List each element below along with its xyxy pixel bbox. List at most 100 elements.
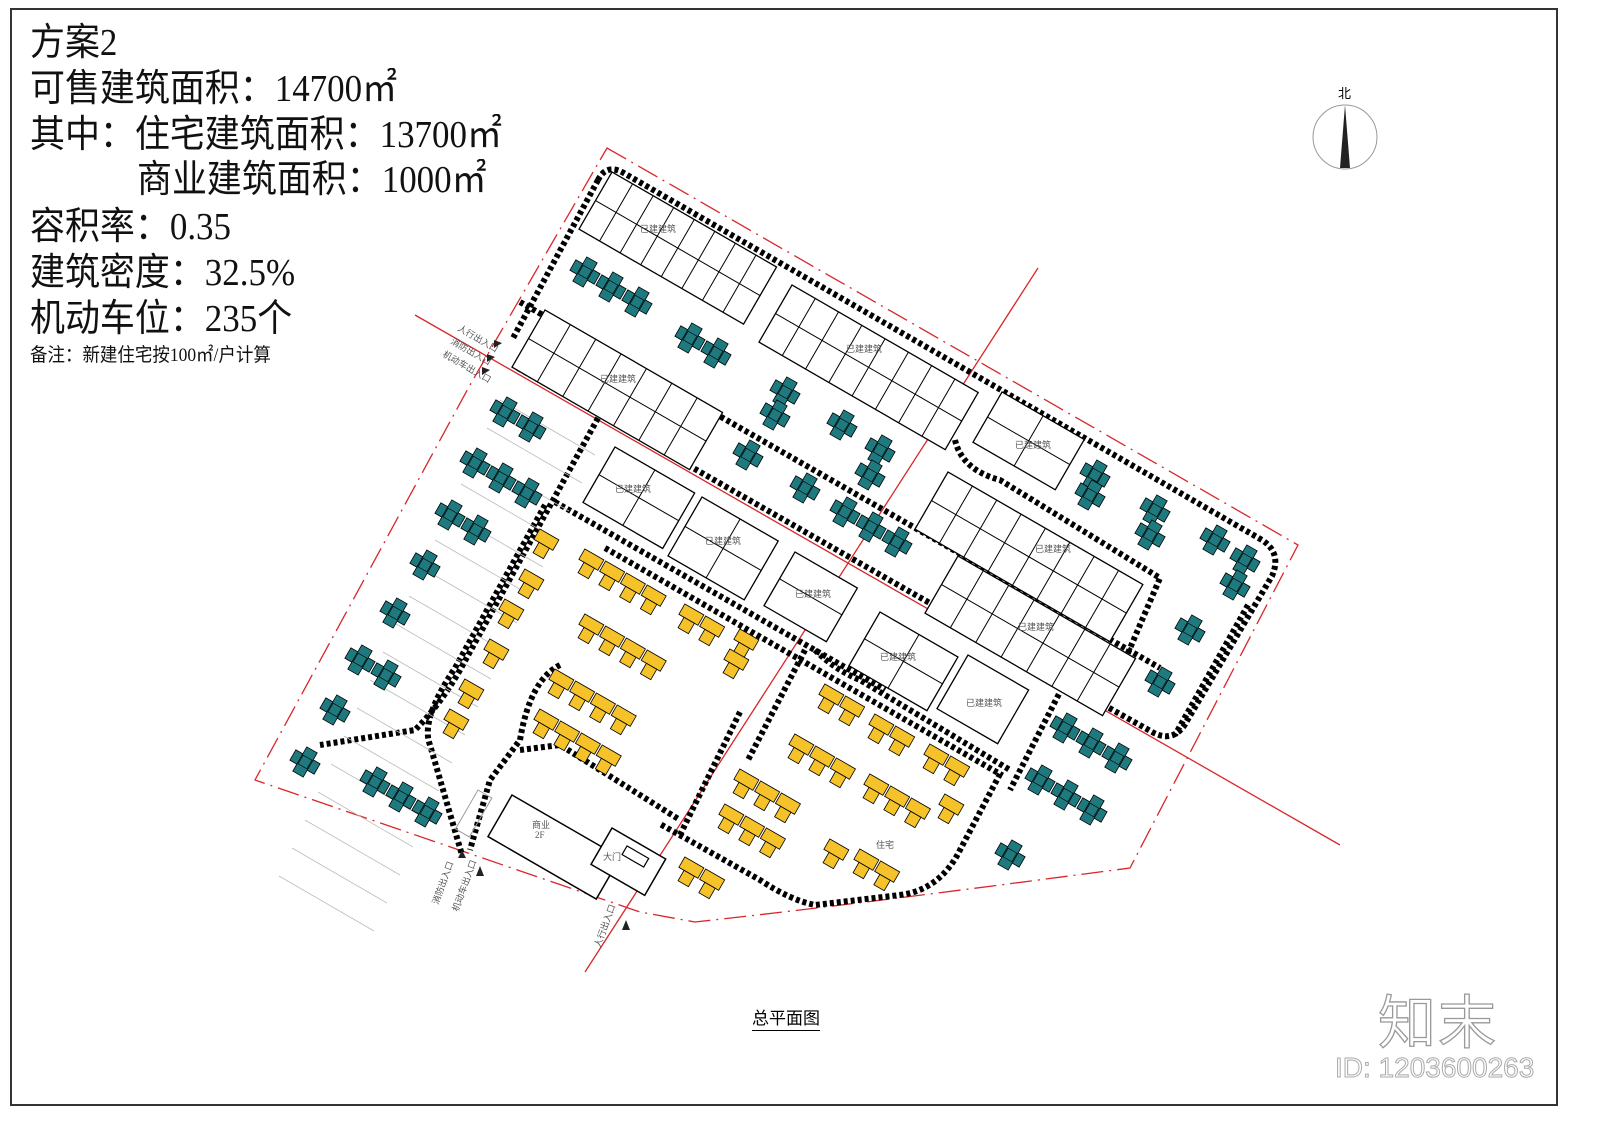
yellow-residential-building [852, 848, 901, 892]
building-wing [292, 746, 318, 778]
yellow-residential-building [532, 708, 622, 776]
new-residential-teal [289, 256, 1261, 871]
building-wing [347, 644, 373, 676]
building-wing [388, 781, 414, 813]
entrance-arrow-icon [487, 354, 495, 362]
building-divider [779, 578, 843, 616]
teal-residential-building [409, 549, 441, 581]
lot-line [330, 763, 427, 820]
stair-core [419, 804, 435, 820]
teal-residential-building [289, 746, 321, 778]
stair-core [889, 534, 905, 550]
building-unit [532, 721, 550, 740]
road [1172, 603, 1251, 737]
stair-core [497, 404, 513, 420]
teal-residential-building [826, 409, 858, 441]
stair-core [834, 417, 850, 433]
road [424, 503, 548, 856]
teal-residential-building [769, 376, 801, 408]
plan-title: 总平面图 [752, 1004, 820, 1031]
teal-residential-building [1134, 519, 1166, 551]
lot-line [291, 847, 388, 904]
building-wing [762, 399, 788, 431]
building-unit [598, 573, 616, 592]
stair-core [1152, 674, 1168, 690]
building-wing [412, 549, 438, 581]
lot-line [317, 791, 414, 848]
entrance-arrow-icon [458, 850, 466, 858]
existing-building-label: 已建建筑 [600, 373, 636, 384]
building-wing [1142, 494, 1168, 526]
yellow-residential-building [817, 683, 866, 727]
building-unit [738, 828, 756, 847]
existing-building-label: 已建建筑 [1015, 439, 1051, 450]
north-compass: 北 [1312, 86, 1378, 170]
building-wing [829, 409, 855, 441]
building-unit [677, 869, 695, 888]
building-unit [862, 786, 880, 805]
building-divider [931, 500, 1127, 614]
building-unit [619, 585, 637, 604]
entrance-arrow-icon [476, 866, 484, 876]
stair-core [1032, 772, 1048, 788]
drawing-frame [10, 8, 1558, 1106]
building-wing [463, 514, 489, 546]
teal-residential-building [1074, 479, 1106, 511]
stair-core [387, 605, 403, 621]
teal-residential-building [459, 447, 543, 509]
building-unit [922, 756, 940, 775]
new-residential-yellow: 住宅 [442, 528, 971, 900]
building-unit [442, 721, 460, 740]
road [595, 166, 1279, 740]
parking-count: 机动车位：235个 [30, 298, 293, 340]
building-wing [1078, 727, 1104, 759]
commercial-floors: 2F [535, 830, 545, 840]
existing-building-label: 已建建筑 [615, 483, 651, 494]
building-unit [577, 561, 595, 580]
existing-building [848, 611, 959, 712]
building-unit [759, 840, 777, 859]
stair-core [797, 480, 813, 496]
building-unit [639, 662, 658, 681]
lot-line [486, 427, 583, 484]
north-label: 北 [1338, 86, 1351, 101]
commercial-building [486, 793, 622, 901]
site-boundary [254, 147, 1299, 923]
entrance-arrow-icon [622, 920, 630, 930]
stair-core [777, 384, 793, 400]
road [467, 662, 562, 851]
lot-line [447, 511, 544, 568]
building-unit [808, 758, 826, 777]
existing-building [582, 446, 696, 550]
teal-residential-building [1049, 712, 1133, 774]
stair-core [767, 407, 783, 423]
teal-residential-building [1139, 494, 1171, 526]
building-wing [373, 659, 399, 691]
existing-building [924, 555, 1137, 717]
building-wing [703, 337, 729, 369]
stair-core [1147, 502, 1163, 518]
stair-core [1109, 750, 1125, 766]
scheme-title: 方案2 [30, 22, 118, 64]
lot-line [434, 539, 531, 596]
yellow-residential-building [457, 678, 485, 710]
building-unit [589, 705, 607, 724]
building-unit [457, 691, 475, 710]
building-wing [624, 286, 650, 318]
existing-building-label: 已建建筑 [846, 343, 882, 354]
lot-line [278, 875, 375, 932]
teal-residential-building [1079, 459, 1111, 491]
main-gate [589, 826, 667, 897]
building-wing [1052, 712, 1078, 744]
existing-building-label: 已建建筑 [966, 697, 1002, 708]
yellow-residential-building [677, 603, 726, 647]
building-unit [553, 733, 571, 752]
teal-residential-building [1219, 569, 1251, 601]
building-divider [598, 474, 679, 522]
building-unit [722, 661, 740, 680]
building-wing [514, 477, 540, 509]
building-divider [684, 526, 762, 571]
building-density: 建筑密度：32.5% [30, 252, 296, 294]
building-unit [547, 681, 565, 700]
existing-building-label: 已建建筑 [1018, 621, 1054, 632]
